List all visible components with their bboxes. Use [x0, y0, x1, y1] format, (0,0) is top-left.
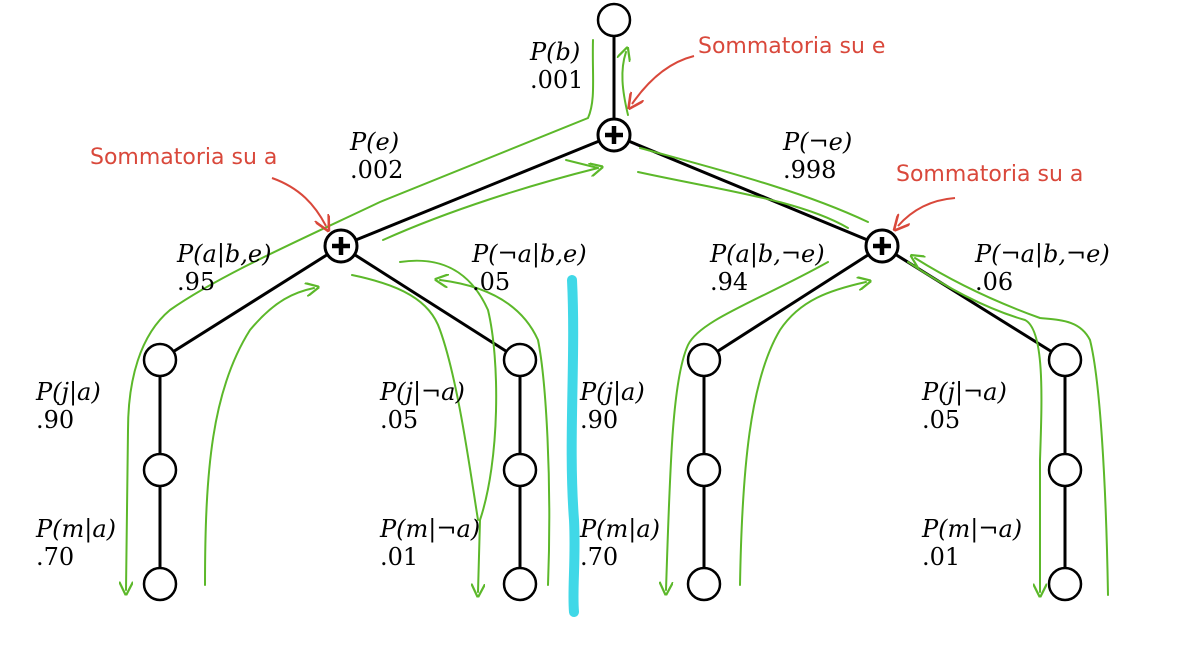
edge-sE-sAL — [340, 133, 615, 248]
node-a3 — [142, 566, 178, 602]
node-a2 — [142, 452, 178, 488]
label-p-not-e: P(¬e).998 — [783, 128, 853, 184]
label-p-j-given-not-a-right: P(j|¬a).05 — [922, 378, 1007, 434]
trace-right-right-up — [915, 258, 1109, 596]
trace-right-down — [666, 261, 829, 590]
node-c3 — [686, 566, 722, 602]
trace-mid-left-down — [399, 259, 498, 592]
annotation-sum-over-a-right: Sommatoria su a — [896, 162, 1084, 187]
label-p-b: P(b).001 — [530, 38, 584, 94]
label-p-j-given-a-right: P(j|a).90 — [580, 378, 645, 434]
plus-icon — [332, 237, 350, 255]
label-p-j-given-a-left: P(j|a).90 — [36, 378, 101, 434]
trace-left-up — [382, 168, 598, 241]
node-a1 — [142, 342, 178, 378]
label-p-a-given-b-not-e: P(a|b,¬e).94 — [710, 240, 825, 296]
trace-mid-top — [565, 159, 599, 169]
label-p-m-given-not-a-left: P(m|¬a).01 — [380, 515, 481, 571]
node-d1 — [1047, 342, 1083, 378]
tree-edges — [158, 20, 1067, 584]
annotation-sum-over-a-left: Sommatoria su a — [90, 145, 278, 170]
node-d2 — [1047, 452, 1083, 488]
node-d3 — [1047, 566, 1083, 602]
label-p-m-given-a-left: P(m|a).70 — [36, 515, 117, 571]
node-c2 — [686, 452, 722, 488]
label-p-not-a-given-b-not-e: P(¬a|b,¬e).06 — [975, 240, 1110, 296]
divider-stroke — [566, 275, 580, 617]
label-p-e: P(e).002 — [350, 128, 404, 184]
trace-mid-left-up — [440, 280, 551, 586]
annotation-arrow-sum-e — [632, 55, 695, 104]
node-b3 — [502, 566, 538, 602]
trace-left-leaf-up — [204, 288, 314, 586]
label-p-m-given-not-a-right: P(m|¬a).01 — [922, 515, 1023, 571]
annotation-arrow-sum-a-right — [898, 197, 956, 226]
label-p-a-given-b-e: P(a|b,e).95 — [177, 240, 272, 296]
label-p-j-given-not-a-left: P(j|¬a).05 — [380, 378, 465, 434]
node-b2 — [502, 452, 538, 488]
node-c1 — [686, 342, 722, 378]
edge-sAL-a1 — [159, 244, 342, 362]
trace-right-leaf-up — [739, 282, 866, 586]
trace-mid-left-inner — [351, 274, 479, 521]
trace-root-up — [622, 52, 628, 116]
edge-sAL-b1 — [340, 244, 521, 362]
node-root — [596, 2, 632, 38]
annotation-arrow-sum-a-left — [271, 177, 326, 226]
trace-right-upper — [639, 147, 869, 223]
trace-root-down — [126, 39, 595, 590]
trace-right-right-down — [907, 261, 1041, 592]
annotation-sum-over-e: Sommatoria su e — [698, 34, 886, 59]
label-p-m-given-a-right: P(m|a).70 — [580, 515, 661, 571]
plus-icon — [605, 126, 623, 144]
plus-icon — [873, 237, 891, 255]
tree-nodes — [142, 2, 1083, 602]
node-b1 — [502, 342, 538, 378]
trace-right-branch — [637, 171, 849, 229]
edge-sAR-c1 — [703, 244, 883, 362]
label-p-not-a-given-b-e: P(¬a|b,e).05 — [472, 240, 587, 296]
trace-arrows — [126, 39, 1109, 617]
annotation-arrows — [271, 55, 956, 226]
